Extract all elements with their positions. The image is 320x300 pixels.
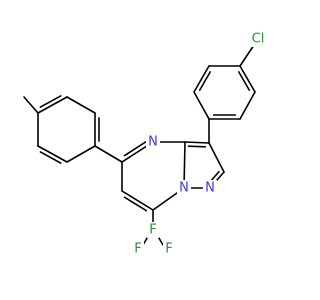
- bridgehead-nitrogen: N: [177, 180, 191, 196]
- fluorine-label-right: F: [165, 242, 172, 257]
- atom-labels-layer: Cl N N N F F F: [132, 31, 268, 257]
- bond-double-c3a2-pz3: [187, 145, 207, 148]
- molecule-structure: Cl N N N F F F: [23, 31, 268, 257]
- chlorine-label: Cl: [252, 32, 265, 47]
- bond-c3a2-pz3: [184, 141, 210, 144]
- pyrazole-nitrogen-label: N: [205, 181, 215, 196]
- bond-t3-t4: [37, 96, 68, 114]
- bond-double-c6-c7: [123, 196, 148, 212]
- bond-c1-c6a: [193, 91, 210, 120]
- bond-double-t5-t6: [39, 151, 62, 164]
- bond-t4-me: [23, 96, 39, 114]
- molecule-canvas: Cl N N N F F F: [23, 31, 268, 257]
- bond-c6a-c5a: [193, 65, 210, 93]
- fluorine-atom-top: F: [147, 222, 159, 238]
- fluorine-atom-left: F: [132, 241, 144, 257]
- bond-t2-t3: [66, 96, 96, 114]
- pyrimidine-nitrogen: N: [146, 134, 160, 150]
- bond-double-nPy-c5: [123, 140, 147, 157]
- fluorine-label-top: F: [149, 223, 156, 238]
- bond-c5-t1: [94, 145, 123, 163]
- bond-c4-c3a: [239, 65, 256, 93]
- bond-double-t3-t4: [39, 95, 62, 108]
- bond-t6-t1: [66, 145, 96, 163]
- fluorine-atom-right: F: [163, 241, 175, 257]
- fluorine-label-left: F: [134, 242, 141, 257]
- bond-c6-c7: [121, 190, 154, 211]
- bond-double-c6a-c5a: [198, 71, 212, 91]
- pyrazole-nitrogen: N: [203, 180, 217, 196]
- bond-double-c4-c3a: [237, 71, 251, 91]
- bridgehead-nitrogen-label: N: [179, 181, 189, 196]
- bond-t5-t6: [37, 145, 68, 163]
- chlorine-atom: Cl: [248, 31, 268, 47]
- pyrimidine-nitrogen-label: N: [148, 135, 158, 150]
- bond-pz3-pz2: [208, 142, 225, 173]
- bond-c3a-c2a: [239, 91, 256, 120]
- bonds-layer: [23, 38, 259, 246]
